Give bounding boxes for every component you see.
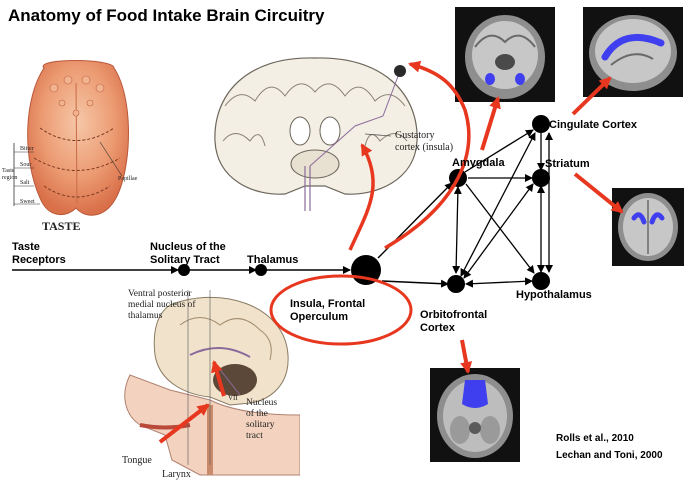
label-amygdala: Amygdala xyxy=(452,157,505,170)
red-arrow-insula-coronal xyxy=(350,145,373,250)
arrow-ofc-hypothalamus xyxy=(466,281,532,284)
label-ofc: Orbitofrontal Cortex xyxy=(420,309,500,335)
red-arrow-striatum-mri xyxy=(575,174,622,212)
node-hypothalamus xyxy=(532,272,550,290)
red-arrow-tongue-brain xyxy=(160,405,208,442)
label-insula: Insula, Frontal Operculum xyxy=(290,298,400,324)
red-arrow-ofc-mri xyxy=(462,340,468,372)
node-cingulate xyxy=(532,115,550,133)
arrow-insula-ofc xyxy=(382,281,448,284)
node-ofc xyxy=(447,275,465,293)
arrow-amygdala-ofc xyxy=(456,187,458,273)
label-nts: Nucleus of the Solitary Tract xyxy=(150,241,246,267)
red-arrow-nts-thalamus-sag xyxy=(214,362,224,396)
arrow-ofc-striatum xyxy=(464,184,533,278)
node-striatum xyxy=(532,169,550,187)
red-arrow-amygdala-mri xyxy=(482,98,498,150)
label-striatum: Striatum xyxy=(545,158,590,171)
label-thalamus: Thalamus xyxy=(247,254,298,267)
red-arrow-insula-gustatory xyxy=(385,64,469,248)
reference-rolls: Rolls et al., 2010 xyxy=(556,432,634,446)
label-cingulate: Cingulate Cortex xyxy=(549,119,637,132)
red-arrow-cingulate-mri xyxy=(573,78,610,114)
label-hypothalamus: Hypothalamus xyxy=(516,289,592,302)
label-taste-receptors: Taste Receptors xyxy=(12,241,72,267)
reference-lechan: Lechan and Toni, 2000 xyxy=(556,449,663,463)
arrow-ofc-cingulate xyxy=(461,133,535,276)
